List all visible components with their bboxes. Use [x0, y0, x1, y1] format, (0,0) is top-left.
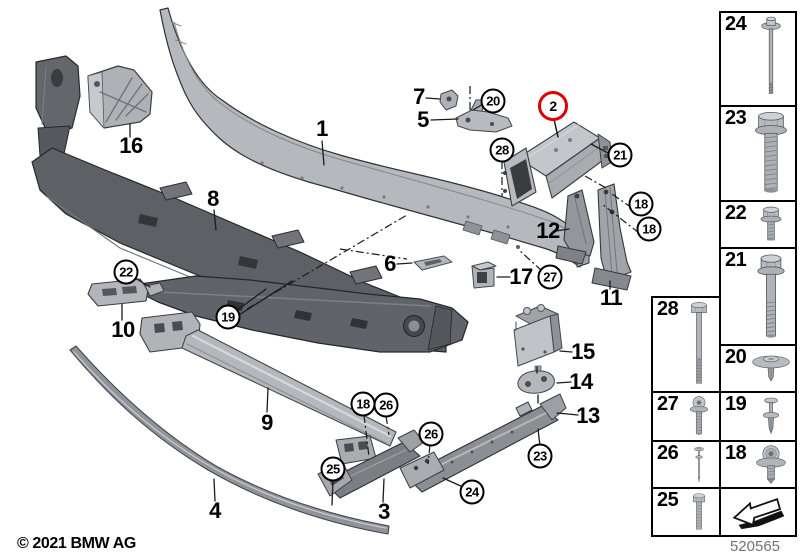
part-box-number: 23	[725, 107, 747, 129]
callout-6[interactable]: 6	[384, 251, 396, 276]
circled-callout-19[interactable]: 19	[215, 304, 241, 330]
part-9-strut	[139, 311, 397, 465]
part-8-lower-carrier	[139, 275, 469, 353]
callout-15[interactable]: 15	[571, 339, 595, 364]
callout-8[interactable]: 8	[207, 186, 219, 211]
callout-7[interactable]: 7	[413, 84, 425, 109]
callout-14[interactable]: 14	[569, 369, 593, 394]
part-2-crash-box	[503, 121, 613, 207]
copyright-notice: © 2021 BMW AG	[17, 535, 136, 552]
part-box-22[interactable]: 22	[719, 200, 797, 249]
figure-number: 520565	[729, 538, 781, 555]
part-7-clip	[439, 89, 459, 111]
highlighted-callout-2[interactable]: 2	[538, 91, 568, 121]
part-12-support	[555, 189, 595, 265]
part-6-plate	[413, 255, 453, 271]
callout-9[interactable]: 9	[261, 410, 273, 435]
part-box-number: 27	[657, 393, 679, 415]
circled-callout-28[interactable]: 28	[489, 137, 515, 163]
callout-16[interactable]: 16	[119, 133, 143, 158]
part-box-21[interactable]: 21	[719, 247, 797, 346]
circled-callout-18[interactable]: 18	[636, 216, 662, 242]
circled-callout-25[interactable]: 25	[320, 456, 346, 482]
callout-5[interactable]: 5	[417, 107, 429, 132]
callout-17[interactable]: 17	[509, 264, 533, 289]
circled-callout-18[interactable]: 18	[628, 191, 654, 217]
leader-lines	[121, 97, 611, 506]
callout-12[interactable]: 12	[536, 218, 560, 243]
circled-callout-22[interactable]: 22	[113, 259, 139, 285]
view-direction-box[interactable]	[719, 487, 797, 537]
circled-callout-23[interactable]: 23	[527, 443, 553, 469]
part-box-27[interactable]: 27	[651, 391, 721, 442]
part-box-number: 19	[725, 393, 747, 415]
part-14-plate	[517, 365, 555, 394]
part-box-23[interactable]: 23	[719, 105, 797, 202]
callout-11[interactable]: 11	[599, 285, 623, 310]
fastener-column-right: 24 23 22 21 20 19 18	[719, 11, 797, 537]
circled-callout-26[interactable]: 26	[373, 392, 399, 418]
part-box-number: 28	[657, 298, 679, 320]
circled-callout-24[interactable]: 24	[459, 479, 485, 505]
callout-1[interactable]: 1	[316, 116, 328, 141]
part-box-20[interactable]: 20	[719, 344, 797, 393]
part-16-bracket	[87, 65, 153, 129]
callout-4[interactable]: 4	[209, 498, 221, 523]
part-box-number: 26	[657, 442, 679, 464]
part-box-number: 21	[725, 249, 747, 271]
part-4-lower-strip	[69, 345, 390, 535]
part-box-number: 22	[725, 202, 747, 224]
callout-10[interactable]: 10	[111, 317, 135, 342]
part-box-number: 24	[725, 13, 747, 35]
circled-callout-26[interactable]: 26	[418, 421, 444, 447]
circled-callout-27[interactable]: 27	[537, 264, 563, 290]
callout-3[interactable]: 3	[378, 499, 390, 524]
reference-dash-lines	[246, 86, 640, 465]
part-17-block	[471, 261, 497, 289]
callout-13[interactable]: 13	[576, 403, 600, 428]
part-box-number: 18	[725, 442, 747, 464]
circled-callout-20[interactable]: 20	[480, 88, 506, 114]
part-15-bracket	[513, 304, 563, 367]
part-box-25[interactable]: 25	[651, 487, 721, 537]
circled-callout-21[interactable]: 21	[607, 142, 633, 168]
part-13-mounting-rail	[399, 393, 567, 493]
part-box-number: 25	[657, 489, 679, 511]
circled-callout-18[interactable]: 18	[350, 391, 376, 417]
part-box-number: 20	[725, 346, 747, 368]
